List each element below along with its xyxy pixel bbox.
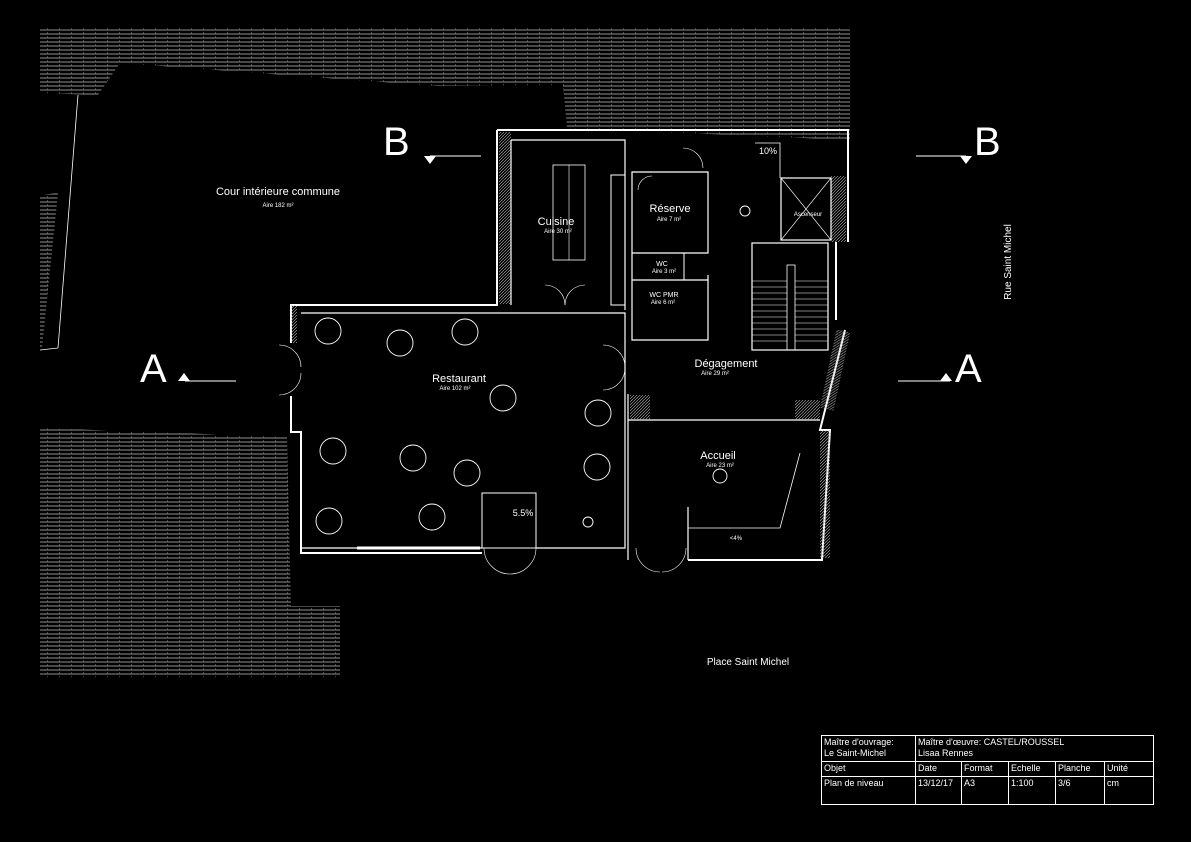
maitre-oeuvre-school: Lisaa Rennes — [918, 748, 974, 758]
maitre-ouvrage-cell: Maître d'ouvrage: Le Saint-Michel — [822, 736, 916, 762]
roof-top — [40, 27, 850, 140]
restaurant-name: Restaurant — [432, 373, 486, 385]
section-b-right: B — [974, 120, 1001, 164]
reserve-name: Réserve — [650, 203, 691, 215]
title-block: Maître d'ouvrage: Le Saint-Michel Maître… — [821, 735, 1154, 805]
street-rue-saint-michel: Rue Saint Michel — [1003, 224, 1014, 300]
header-unite: Unité — [1105, 762, 1153, 777]
restaurant-tables — [314, 205, 751, 535]
value-unite: cm — [1107, 778, 1119, 788]
cuisine-name: Cuisine — [538, 216, 575, 228]
maitre-oeuvre-value: Maître d'œuvre: CASTEL/ROUSSEL — [918, 737, 1065, 747]
ascenseur-name: Ascenseur — [794, 212, 822, 218]
value-echelle: 1:100 — [1009, 777, 1056, 804]
wc-name: WC — [656, 261, 668, 268]
degagement-name: Dégagement — [695, 358, 758, 370]
roof-bottom-left — [40, 428, 340, 677]
accueil-area: Aire 23 m² — [706, 463, 734, 469]
maitre-ouvrage-label: Maître d'ouvrage: — [824, 737, 894, 747]
section-a-right: A — [955, 347, 982, 391]
wc-pmr-area: Aire 6 m² — [651, 300, 675, 306]
value-date: 13/12/17 — [916, 777, 962, 804]
wc-area: Aire 3 m² — [652, 269, 676, 275]
restaurant-area: Aire 102 m² — [439, 386, 470, 392]
street-place-saint-michel: Place Saint Michel — [707, 657, 789, 668]
value-format: A3 — [962, 777, 1009, 804]
section-a-left: A — [140, 347, 167, 391]
building-walls — [278, 129, 851, 575]
neighbour-roofs — [40, 27, 850, 677]
reserve-area: Aire 7 m² — [657, 217, 681, 223]
section-b-left: B — [383, 120, 410, 164]
courtyard-outline — [39, 94, 79, 351]
header-format: Format — [962, 762, 1009, 777]
degagement-area: Aire 29 m² — [701, 371, 729, 377]
cuisine-area: Aire 30 m² — [544, 229, 572, 235]
header-echelle: Echelle — [1009, 762, 1056, 777]
accueil-name: Accueil — [700, 450, 735, 462]
maitre-ouvrage-value: Le Saint-Michel — [824, 748, 887, 758]
header-objet: Objet — [822, 762, 916, 777]
room-labels: Cour intérieure commune Aire 182 m² Cuis… — [216, 186, 822, 469]
slope-labels: 10% 5.5% <4% — [513, 146, 777, 542]
cour-name: Cour intérieure commune — [216, 186, 340, 198]
cour-area: Aire 182 m² — [262, 203, 293, 209]
section-cuts: A A B B — [140, 120, 1001, 391]
value-objet: Plan de niveau — [822, 777, 916, 804]
slope-restaurant-ramp: 5.5% — [513, 508, 534, 518]
roof-left-strip — [40, 193, 58, 348]
wc-pmr-name: WC PMR — [649, 292, 678, 299]
slope-top: 10% — [759, 146, 777, 156]
value-planche: 3/6 — [1056, 777, 1105, 804]
slope-accueil-ramp: <4% — [730, 536, 743, 542]
header-planche: Planche — [1056, 762, 1105, 777]
header-date: Date — [916, 762, 962, 777]
maitre-oeuvre-cell: Maître d'œuvre: CASTEL/ROUSSEL Lisaa Ren… — [916, 736, 1153, 762]
